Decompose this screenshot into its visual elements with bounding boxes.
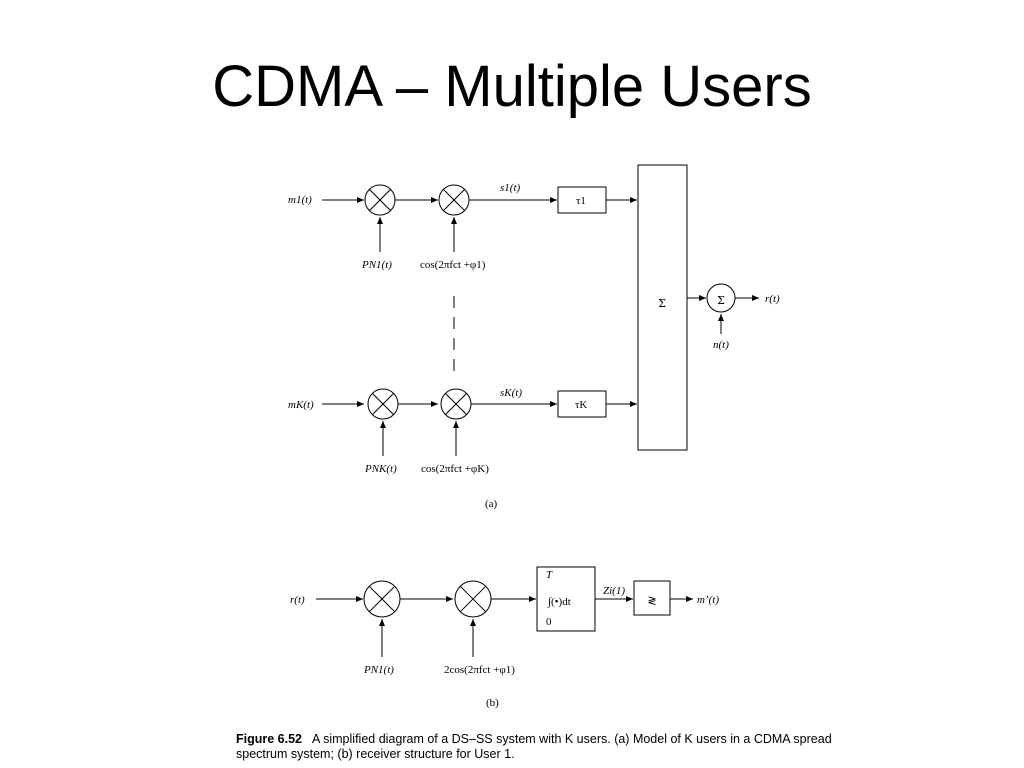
user1-carrier-label: cos(2πfct +φ1) (420, 259, 486, 271)
diagram-b-label: (b) (486, 697, 499, 709)
diagram-a-label: (a) (485, 498, 498, 510)
userK-input-label: mK(t) (288, 399, 314, 411)
rx-pn-label: PN1(t) (363, 664, 394, 676)
user1-pn-multiplier (364, 184, 396, 216)
userK-carrier-multiplier (440, 388, 472, 420)
userK-signal-label: sK(t) (500, 387, 522, 399)
rx-carrier-multiplier (454, 580, 492, 618)
noise-label: n(t) (713, 339, 729, 351)
rx-output-label: m’(t) (697, 594, 719, 606)
user1-signal-label: s1(t) (500, 182, 521, 194)
rx-carrier-label: 2cos(2πfct +φ1) (444, 664, 515, 676)
user1-input-label: m1(t) (288, 194, 312, 206)
figure-caption-text: A simplified diagram of a DS–SS system w… (236, 732, 832, 761)
noise-adder-symbol: Σ (717, 294, 725, 307)
slide-title: CDMA – Multiple Users (212, 54, 812, 119)
decision-block (633, 580, 671, 616)
user1-carrier-multiplier (438, 184, 470, 216)
userK-pn-label: PNK(t) (364, 463, 397, 475)
user1-delay-label: τ1 (576, 195, 586, 207)
userK-pn-multiplier (367, 388, 399, 420)
userK-delay-label: τK (575, 399, 587, 411)
rx-input-label: r(t) (290, 594, 305, 606)
figure-number: Figure 6.52 (236, 732, 302, 746)
rx-pn-multiplier (363, 580, 401, 618)
decision-symbol: ≷ (647, 595, 656, 607)
summer-block (637, 164, 688, 451)
summer-symbol: Σ (658, 297, 666, 310)
user1-pn-label: PN1(t) (361, 259, 392, 271)
output-label: r(t) (765, 293, 780, 305)
integrator-label: ∫(•)dt (547, 596, 571, 608)
userK-carrier-label: cos(2πfct +φK) (421, 463, 489, 475)
integrator-upper-limit: T (546, 569, 553, 581)
integrator-lower-limit: 0 (546, 616, 552, 628)
decision-statistic-label: Zi(1) (603, 585, 625, 597)
